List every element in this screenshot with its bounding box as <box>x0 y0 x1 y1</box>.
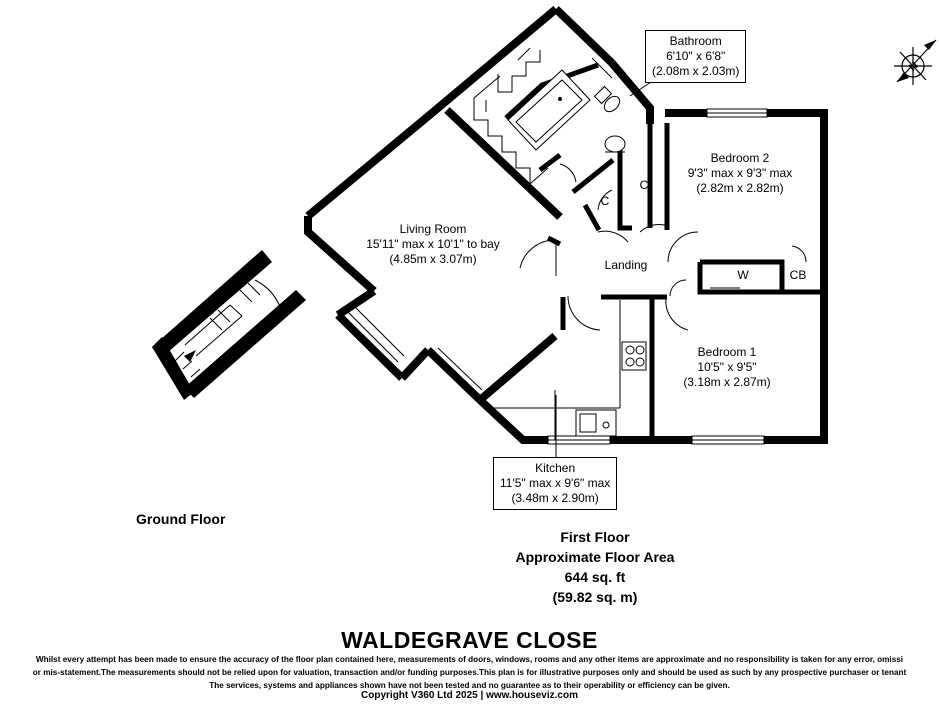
bedroom-2-dim-imperial: 9'3" max x 9'3" max <box>687 166 793 180</box>
compass-rose <box>894 39 937 85</box>
cupboard-b-label: C <box>637 178 651 193</box>
first-floor-text: First Floor <box>560 529 630 545</box>
bathroom-name: Bathroom <box>669 34 722 48</box>
bedroom-1-dim-metric: (3.18m x 2.87m) <box>683 375 771 389</box>
cupboard-a-label: C <box>598 194 612 209</box>
disclaimer-line-2: or mis-statement.The measurements should… <box>32 668 907 677</box>
cb-cupboard-label: CB <box>784 268 812 283</box>
living-room-dim-metric: (4.85m x 3.07m) <box>389 252 477 266</box>
cupboard-b-name: C <box>639 178 649 192</box>
disclaimer-line-3: The services, systems and appliances sho… <box>209 681 730 690</box>
bathroom-dim-metric: (2.08m x 2.03m) <box>652 64 740 78</box>
cb-cupboard-name: CB <box>789 268 807 282</box>
door-swings <box>519 163 807 331</box>
ground-floor-caption: Ground Floor <box>136 512 225 527</box>
bedroom-2-label: Bedroom 2 9'3" max x 9'3" max (2.82m x 2… <box>672 151 808 196</box>
living-room-label: Living Room 15'11" max x 10'1" to bay (4… <box>358 222 508 267</box>
bathroom-label: Bathroom 6'10" x 6'8" (2.08m x 2.03m) <box>645 30 747 83</box>
bedroom-1-dim-imperial: 10'5" x 9'5" <box>697 360 757 374</box>
cupboard-a-name: C <box>600 194 610 208</box>
floor-area-label: Approximate Floor Area <box>515 549 675 565</box>
floor-area-sqft: 644 sq. ft <box>564 569 626 585</box>
bathroom-dim-imperial: 6'10" x 6'8" <box>666 49 726 63</box>
internal-walls <box>504 62 824 440</box>
disclaimer-line-1: Whilst every attempt has been made to en… <box>35 655 904 664</box>
copyright: Copyright V360 Ltd 2025 | www.houseviz.c… <box>361 690 578 701</box>
disclaimer: Whilst every attempt has been made to en… <box>0 653 939 692</box>
ground-floor-stairs <box>152 250 306 400</box>
ground-floor-text: Ground Floor <box>136 511 226 527</box>
bedroom-2-name: Bedroom 2 <box>710 151 770 165</box>
kitchen-dim-metric: (3.48m x 2.90m) <box>511 491 599 505</box>
wardrobe-label: W <box>733 268 753 283</box>
bedroom-1-name: Bedroom 1 <box>697 345 757 359</box>
sink-fixture <box>575 409 617 437</box>
kitchen-label: Kitchen 11'5" max x 9'6" max (3.48m x 2.… <box>493 457 618 510</box>
kitchen-dim-imperial: 11'5" max x 9'6" max <box>500 476 611 490</box>
wardrobe-name: W <box>737 268 749 282</box>
wc-fixture <box>593 85 626 153</box>
windows <box>345 51 768 445</box>
bedroom-1-label: Bedroom 1 10'5" x 9'5" (3.18m x 2.87m) <box>668 345 786 390</box>
hob-fixture <box>621 341 647 371</box>
property-title: WALDEGRAVE CLOSE <box>341 627 598 653</box>
first-floor-stairs <box>473 47 549 185</box>
first-floor-caption: First Floor Approximate Floor Area 644 s… <box>480 527 710 607</box>
bath-fixture <box>507 69 591 151</box>
bedroom-2-dim-metric: (2.82m x 2.82m) <box>696 181 784 195</box>
landing-name: Landing <box>604 258 648 272</box>
landing-label: Landing <box>596 258 656 273</box>
living-room-name: Living Room <box>399 222 467 236</box>
living-room-dim-imperial: 15'11" max x 10'1" to bay <box>366 237 500 251</box>
kitchen-worktops <box>486 300 621 440</box>
kitchen-name: Kitchen <box>535 461 576 475</box>
floor-area-sqm: (59.82 sq. m) <box>552 589 638 605</box>
